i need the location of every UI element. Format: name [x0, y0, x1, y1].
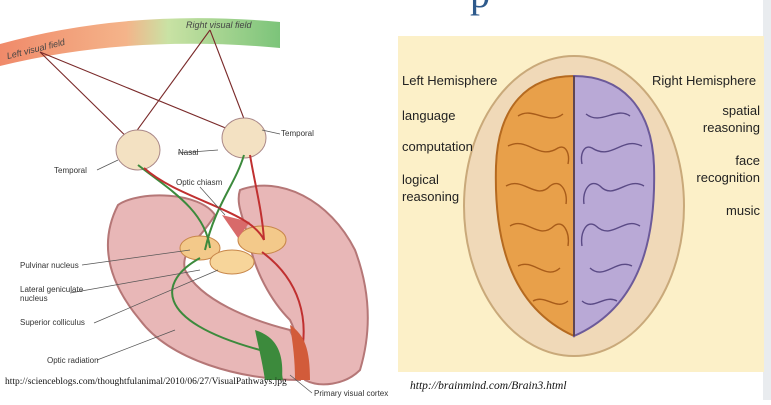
spatial-reasoning-label-1: spatial: [722, 103, 760, 118]
slide-title-fragment: p: [470, 0, 510, 14]
temporal-right-label: Temporal: [281, 129, 314, 138]
brain-top-view-illustration: [463, 55, 685, 357]
lateral-geniculate-label-2: nucleus: [20, 294, 48, 303]
slide-edge-bar: [763, 0, 771, 400]
right-figure-source-link[interactable]: http://brainmind.com/Brain3.html: [410, 380, 567, 392]
left-brain-section: [106, 194, 302, 382]
left-figure-source-link[interactable]: http://scienceblogs.com/thoughtfulanimal…: [5, 377, 287, 387]
computation-label: computation: [402, 139, 473, 154]
right-eye: [221, 117, 267, 159]
visual-pathways-illustration: [0, 18, 369, 394]
face-recognition-label-2: recognition: [696, 170, 760, 185]
face-recognition-label-1: face: [735, 153, 760, 168]
language-label: language: [402, 108, 456, 123]
primary-visual-cortex-label: Primary visual cortex: [314, 389, 389, 398]
pulvinar-nucleus-label: Pulvinar nucleus: [20, 261, 79, 270]
hemispheres-figure: Left Hemisphere Right Hemisphere languag…: [398, 36, 764, 372]
left-eye: [115, 129, 161, 171]
lateral-geniculate-label-1: Lateral geniculate: [20, 285, 84, 294]
logical-reasoning-label-1: logical: [402, 172, 439, 187]
left-nucleus: [179, 235, 221, 261]
logical-reasoning-label-2: reasoning: [402, 189, 460, 204]
cortex-left-patch: [255, 330, 283, 380]
superior-colliculus-label: Superior colliculus: [20, 318, 85, 327]
right-visual-field-label: Right visual field: [186, 20, 252, 30]
left-hemisphere-heading: Left Hemisphere: [402, 73, 498, 88]
temporal-left-label: Temporal: [54, 166, 87, 175]
nasal-label: Nasal: [178, 148, 199, 157]
optic-chiasm-label: Optic chiasm: [176, 178, 223, 187]
visual-pathways-figure: Left visual field Right visual field Tem…: [0, 18, 389, 398]
cortex-right-patch: [290, 325, 310, 380]
right-hemisphere-heading: Right Hemisphere: [652, 73, 757, 88]
optic-radiation-label: Optic radiation: [47, 356, 99, 365]
colliculus: [209, 249, 255, 275]
spatial-reasoning-label-2: reasoning: [702, 120, 760, 135]
music-label: music: [726, 203, 760, 218]
right-nucleus: [237, 225, 287, 255]
